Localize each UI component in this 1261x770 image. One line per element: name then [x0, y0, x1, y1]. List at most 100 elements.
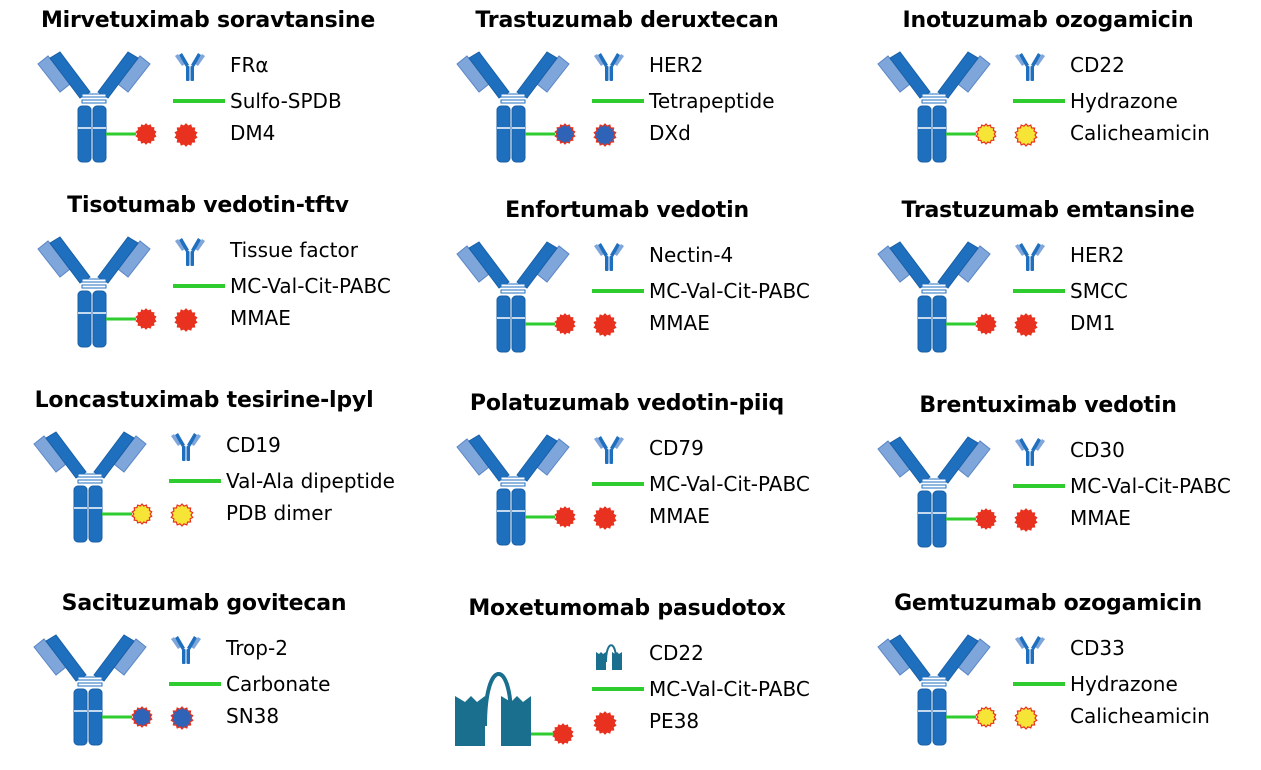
- target-label: HER2: [1070, 243, 1125, 267]
- drug-name: Mirvetuximab soravtansine: [40, 8, 376, 33]
- linker-icon: [1013, 99, 1065, 103]
- target-label: CD30: [1070, 438, 1125, 462]
- linker-label: MC-Val-Cit-PABC: [230, 274, 391, 298]
- payload-icon: [593, 506, 617, 530]
- target-antigen-icon: [1015, 243, 1045, 271]
- antibody-drug-conjugate-graphic: [877, 634, 991, 746]
- linker-label: Val-Ala dipeptide: [226, 469, 395, 493]
- payload-icon: [170, 503, 194, 527]
- linker-icon: [592, 289, 644, 293]
- target-label: FRα: [230, 53, 269, 77]
- linker-label: Sulfo-SPDB: [230, 89, 342, 113]
- linker-icon: [169, 479, 221, 483]
- target-label: CD19: [226, 433, 281, 457]
- antibody-drug-conjugate-graphic: [37, 51, 151, 163]
- antibody-drug-conjugate-graphic: [456, 241, 570, 353]
- adc-panel: Mirvetuximab soravtansine FRα Sulfo-SPDB…: [18, 2, 428, 182]
- linker-icon: [173, 99, 225, 103]
- adc-panel: Gemtuzumab ozogamicin CD33 Hydrazone Cal…: [858, 585, 1261, 765]
- conjugated-payload-icon: [131, 503, 153, 525]
- conjugated-payload-icon: [975, 123, 997, 145]
- linker-label: MC-Val-Cit-PABC: [649, 472, 810, 496]
- payload-label: Calicheamicin: [1070, 704, 1210, 728]
- payload-icon: [1014, 123, 1038, 147]
- target-label: CD22: [649, 641, 704, 665]
- conjugated-payload-icon: [975, 508, 997, 530]
- conjugated-payload-icon: [975, 313, 997, 335]
- conjugated-payload-icon: [554, 506, 576, 528]
- target-antigen-icon: [594, 243, 624, 271]
- target-antigen-icon: [594, 436, 624, 464]
- drug-name: Inotuzumab ozogamicin: [902, 8, 1194, 33]
- drug-name: Trastuzumab emtansine: [901, 198, 1195, 223]
- payload-label: MMAE: [1070, 506, 1131, 530]
- linker-icon: [592, 482, 644, 486]
- linker-icon: [1013, 682, 1065, 686]
- target-label: CD79: [649, 436, 704, 460]
- target-antigen-icon: [171, 433, 201, 461]
- adc-panel: Moxetumomab pasudotox CD22 MC-Val-Cit-PA…: [437, 590, 847, 770]
- adc-panel: Loncastuximab tesirine-lpyl CD19 Val-Ala…: [14, 382, 424, 562]
- drug-name: Moxetumomab pasudotox: [468, 596, 786, 621]
- linker-icon: [592, 99, 644, 103]
- linker-icon: [1013, 289, 1065, 293]
- payload-label: MMAE: [649, 311, 710, 335]
- payload-label: PDB dimer: [226, 501, 332, 525]
- conjugated-payload-icon: [975, 706, 997, 728]
- target-antigen-icon: [175, 238, 205, 266]
- drug-name: Tisotumab vedotin-tftv: [67, 193, 349, 218]
- conjugated-payload-icon: [554, 123, 576, 145]
- linker-label: SMCC: [1070, 279, 1128, 303]
- target-label: Nectin-4: [649, 243, 734, 267]
- payload-icon: [593, 711, 617, 735]
- adc-panel: Trastuzumab emtansine HER2 SMCC DM1: [858, 192, 1261, 372]
- drug-name: Polatuzumab vedotin-piiq: [469, 391, 785, 416]
- adc-panel: Inotuzumab ozogamicin CD22 Hydrazone Cal…: [858, 2, 1261, 182]
- linker-icon: [592, 687, 644, 691]
- target-antigen-icon: [1015, 636, 1045, 664]
- target-label: CD33: [1070, 636, 1125, 660]
- linker-label: Tetrapeptide: [649, 89, 775, 113]
- target-antigen-icon: [1015, 53, 1045, 81]
- payload-icon: [1014, 508, 1038, 532]
- drug-name: Brentuximab vedotin: [919, 393, 1177, 418]
- target-antigen-icon: [171, 636, 201, 664]
- linker-label: MC-Val-Cit-PABC: [1070, 474, 1231, 498]
- target-label: CD22: [1070, 53, 1125, 77]
- payload-icon: [1014, 313, 1038, 337]
- drug-name: Loncastuximab tesirine-lpyl: [34, 388, 374, 413]
- conjugated-payload-icon: [131, 706, 153, 728]
- payload-icon: [593, 313, 617, 337]
- payload-icon: [593, 123, 617, 147]
- adc-panel: Tisotumab vedotin-tftv Tissue factor MC-…: [18, 187, 428, 367]
- conjugated-payload-icon: [135, 308, 157, 330]
- linker-label: MC-Val-Cit-PABC: [649, 279, 810, 303]
- payload-label: SN38: [226, 704, 280, 728]
- payload-label: MMAE: [649, 504, 710, 528]
- payload-label: Calicheamicin: [1070, 121, 1210, 145]
- antibody-drug-conjugate-graphic: [33, 634, 147, 746]
- linker-label: Hydrazone: [1070, 672, 1178, 696]
- target-antigen-icon: [594, 53, 624, 81]
- antibody-drug-conjugate-graphic: [456, 51, 570, 163]
- payload-icon: [174, 123, 198, 147]
- antibody-drug-conjugate-graphic: [37, 236, 151, 348]
- payload-label: DM1: [1070, 311, 1116, 335]
- antibody-drug-conjugate-graphic: [877, 241, 991, 353]
- linker-icon: [169, 682, 221, 686]
- antibody-drug-conjugate-graphic: [33, 431, 147, 543]
- target-antigen-icon: [1015, 438, 1045, 466]
- payload-label: MMAE: [230, 306, 291, 330]
- antibody-drug-conjugate-graphic: [456, 434, 570, 546]
- target-antigen-icon: [596, 644, 622, 670]
- linker-icon: [1013, 484, 1065, 488]
- adc-panel: Polatuzumab vedotin-piiq CD79 MC-Val-Cit…: [437, 385, 847, 565]
- antibody-drug-conjugate-graphic: [877, 51, 991, 163]
- conjugated-payload-icon: [135, 123, 157, 145]
- adc-panel: Trastuzumab deruxtecan HER2 Tetrapeptide…: [437, 2, 847, 182]
- linker-label: MC-Val-Cit-PABC: [649, 677, 810, 701]
- payload-icon: [170, 706, 194, 730]
- payload-label: PE38: [649, 709, 700, 733]
- adc-panel: Sacituzumab govitecan Trop-2 Carbonate S…: [14, 585, 424, 765]
- payload-icon: [174, 308, 198, 332]
